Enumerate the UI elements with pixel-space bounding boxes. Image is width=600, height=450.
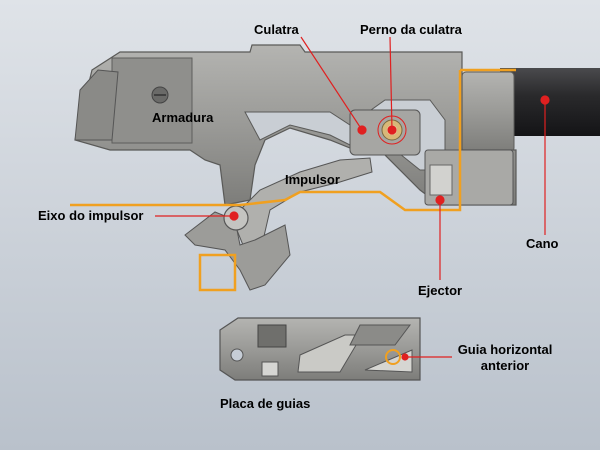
dot-eixo	[229, 211, 239, 221]
label-placa-de-guias: Placa de guias	[220, 396, 311, 411]
label-guia-horizontal-anterior: Guia horizontal anterior	[450, 342, 560, 374]
label-eixo-do-impulsor: Eixo do impulsor	[38, 208, 144, 223]
armadura-block	[111, 57, 193, 144]
dot-guia	[401, 353, 409, 361]
leader-culatra	[300, 36, 363, 131]
label-ejector: Ejector	[418, 283, 463, 298]
dot-ejector	[435, 195, 445, 205]
rear-notch	[74, 69, 119, 141]
label-cano: Cano	[526, 236, 559, 251]
label-guia-line1: Guia horizontal	[457, 342, 553, 357]
dot-cano	[540, 95, 550, 105]
dot-culatra	[357, 125, 367, 135]
dot-perno	[387, 125, 397, 135]
barrel-collar	[461, 71, 515, 153]
label-guia-line2: anterior	[480, 358, 530, 373]
label-armadura: Armadura	[152, 110, 214, 125]
orange-trigger-box	[198, 253, 237, 292]
orange-receiver-outline	[70, 70, 462, 212]
label-perno-da-culatra: Perno da culatra	[360, 22, 462, 37]
leader-perno	[389, 36, 393, 131]
orange-guia-circle	[385, 349, 401, 365]
guide-plate-hole	[230, 348, 244, 362]
label-impulsor: Impulsor	[285, 172, 340, 187]
barrel-shape	[500, 68, 600, 136]
label-culatra: Culatra	[254, 22, 299, 37]
